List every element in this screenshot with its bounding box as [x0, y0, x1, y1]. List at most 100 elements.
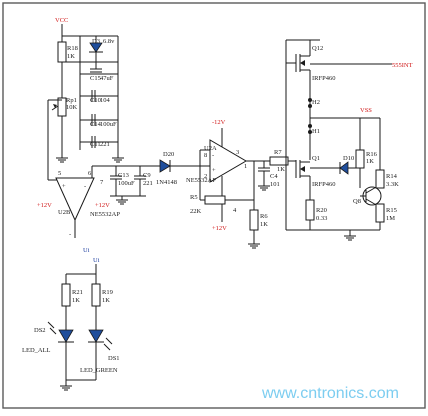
r16-value: 1K [366, 158, 374, 165]
r14-ref: R14 [386, 173, 398, 180]
d20-part: 1N4148 [156, 179, 177, 186]
c9-ref: C9 [143, 172, 151, 179]
r6-resistor [249, 209, 259, 231]
r15-value: 1M [386, 215, 395, 222]
c13-ref: C13 [118, 172, 129, 179]
ds2-ref: DS2 [34, 327, 46, 334]
r14-resistor [375, 169, 385, 189]
u2b-minus-pin: - [69, 231, 71, 238]
r14-value: 3.3K [386, 181, 399, 188]
r16-ref: R16 [366, 151, 378, 158]
u2a-opamp-stage: U2A - + 8 2 3 1 NE5532AP -12V +12V 4 R5 … [186, 119, 270, 249]
power-stage: Q12 IRFP460 555INT H2 H1 VSS Q1 IRFP460 … [285, 39, 413, 241]
ds1-name: LED_GREEN [80, 367, 118, 374]
d20-ref: D20 [163, 151, 174, 158]
q12-part: IRFP460 [312, 75, 335, 82]
c10-value: 104 [100, 97, 111, 104]
u2b-ref: U2B [58, 209, 71, 216]
r21-resistor [61, 283, 71, 307]
rp1-potentiometer [57, 97, 67, 117]
d20-diode [159, 159, 171, 173]
u2a-pin3: 3 [236, 149, 239, 156]
watermark-text: www.cntronics.com [261, 385, 399, 402]
ds1-led [88, 329, 104, 343]
r19-value: 1K [102, 297, 110, 304]
c10-ref: C10 [90, 97, 101, 104]
ds2-led [58, 329, 74, 343]
c15-ref: C15 [90, 75, 101, 82]
r5-resistor [204, 195, 226, 205]
vcc-label: VCC [55, 17, 68, 24]
h2-ref: H2 [312, 99, 320, 106]
u2b-pin-plus: + [62, 183, 66, 190]
d3-value: 6.8v [103, 38, 115, 45]
r21-value: 1K [72, 297, 80, 304]
c11-ref: C11 [90, 141, 101, 148]
c11-value: 221 [100, 141, 110, 148]
c13-value: 100uF [118, 180, 135, 187]
u2b-pin7: 7 [100, 179, 104, 186]
led-indicators: Ui R21 1K R19 1K DS2 LED_ALL DS1 LED_GRE… [22, 257, 120, 391]
u2b-pin-minus: - [84, 183, 86, 190]
filter-caps: C13 100uF C9 221 [110, 166, 153, 205]
u2a-opamp [209, 139, 247, 183]
r19-ref: R19 [102, 289, 113, 296]
r5-ref: R5 [190, 194, 198, 201]
rp1-ref: Rp1 [66, 97, 77, 104]
u2a-pin4: 4 [233, 207, 237, 214]
u2a-pin1: 1 [244, 163, 247, 170]
c4-ref: C4 [270, 173, 278, 180]
q8-ref: Q8 [353, 198, 361, 205]
c4-value: 101 [270, 181, 280, 188]
u2a-ref: U2A [204, 145, 217, 152]
r19-resistor [91, 283, 101, 307]
r7-resistor [269, 156, 289, 166]
r21-ref: R21 [72, 289, 83, 296]
reference-network: VCC R18 1K D3 6.8v C15 47uF Rp1 10K [51, 17, 124, 163]
u2b-plus12-label: +12V [37, 202, 52, 209]
u2b-pin5: 5 [58, 170, 61, 177]
q12-ref: Q12 [312, 45, 323, 52]
r18-resistor [57, 41, 67, 63]
r20-resistor [305, 199, 315, 221]
ds2-name: LED_ALL [22, 347, 51, 354]
r15-resistor [375, 203, 385, 223]
r6-ref: R6 [260, 213, 268, 220]
u2b-part: NE5532AP [90, 211, 120, 218]
q1-ref: Q1 [312, 155, 320, 162]
r6-value: 1K [260, 221, 268, 228]
r7-value: 1K [277, 166, 285, 173]
ds1-ref: DS1 [108, 355, 120, 362]
c9-value: 221 [143, 180, 153, 187]
d20-diode-group: D20 1N4148 [156, 151, 210, 186]
u2a-pin-minus: - [212, 152, 214, 159]
c14-ref: C14 [90, 121, 102, 128]
u2a-pin2: 2 [204, 173, 207, 180]
ui-label-bottom: Ui [93, 257, 100, 264]
d3-ref: D3 [92, 38, 100, 45]
gate-drive: R7 1K C4 101 [258, 149, 296, 191]
u2b-opamp [55, 177, 95, 222]
u2a-minus12-label: -12V [212, 119, 226, 126]
r18-value: 1K [67, 53, 75, 60]
u2b-pin6: 6 [88, 170, 92, 177]
h1-ref: H1 [312, 128, 320, 135]
r18-ref: R18 [67, 45, 78, 52]
vss-label: VSS [360, 107, 372, 114]
r20-ref: R20 [316, 207, 327, 214]
u2b-plus12-label-b: +12V [95, 202, 110, 209]
r20-value: 0.33 [316, 215, 327, 222]
c14-value: 100uF [100, 121, 117, 128]
u2b-opamp-stage: + - 5 6 7 U2B NE5532AP +12V +12V - Ui [37, 99, 160, 254]
r16-resistor [355, 149, 365, 169]
r7-ref: R7 [274, 149, 282, 156]
rp1-value: 10K [66, 104, 78, 111]
r5-value: 22K [190, 208, 202, 215]
out-555-label: 555INT [392, 62, 413, 69]
ui-label-top: Ui [83, 247, 90, 254]
u2a-pin8: 8 [204, 152, 207, 159]
r15-ref: R15 [386, 207, 397, 214]
c15-value: 47uF [100, 75, 114, 82]
